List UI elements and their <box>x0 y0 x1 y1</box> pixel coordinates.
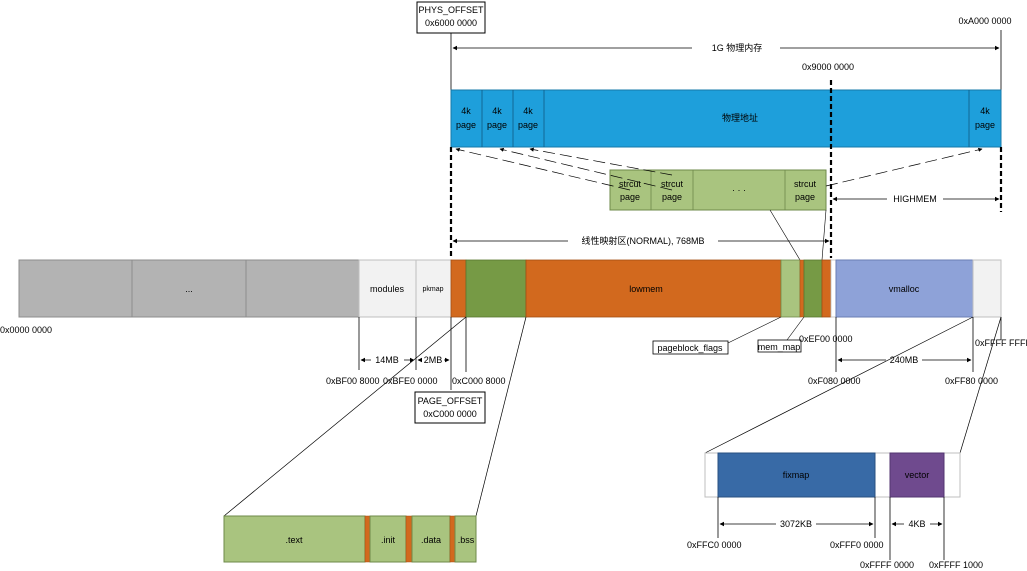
phys-page-1: 4k page <box>456 106 476 130</box>
struct-page-2: strcut page <box>661 179 684 202</box>
addr-bfe0: 0xBFE0 0000 <box>383 376 438 386</box>
struct-to-page-arrow-2 <box>499 147 673 191</box>
svg-text:4k: 4k <box>980 106 990 116</box>
vector-label: vector <box>905 470 930 480</box>
svg-text:page: page <box>620 192 640 202</box>
mem-map-region <box>803 259 823 318</box>
fixmap-region <box>717 452 876 498</box>
struct-to-page-arrow-1 <box>455 147 631 191</box>
vector-region <box>889 452 945 498</box>
pageblock-flags-region <box>780 259 801 318</box>
addr-fff0: 0xFFF0 0000 <box>830 540 884 550</box>
addr-ffff-0000: 0xFFFF 0000 <box>860 560 914 570</box>
page-offset-label: PAGE_OFFSET <box>418 396 483 406</box>
mem-map-callout <box>757 339 802 353</box>
addr-ffff-ffff: 0xFFFF FFFF <box>975 338 1027 348</box>
pkmap-region <box>415 259 452 318</box>
phys-page-3: 4k page <box>518 106 538 130</box>
svg-text:page: page <box>518 120 538 130</box>
svg-text:page: page <box>795 192 815 202</box>
pkmap-size-label: 2MB <box>424 355 443 365</box>
kernel-init-label: .init <box>381 535 396 545</box>
lowmem-tail <box>821 259 832 318</box>
vmem-user-block-3 <box>245 259 360 318</box>
kernel-text-section <box>223 515 366 563</box>
page-offset-addr: 0xC000 0000 <box>423 409 477 419</box>
vmalloc-label: vmalloc <box>889 284 920 294</box>
page-offset-box <box>414 391 486 424</box>
fixmap-size-label: 3072KB <box>780 519 812 529</box>
addr-bf00: 0xBF00 8000 <box>326 376 380 386</box>
svg-text:4k: 4k <box>523 106 533 116</box>
addr-ef00: 0xEF00 0000 <box>799 334 853 344</box>
phys-main-label: 物理地址 <box>722 112 758 123</box>
svg-text:page: page <box>662 192 682 202</box>
vmem-user-block-1 <box>18 259 133 318</box>
addr-f080: 0xF080 0000 <box>808 376 861 386</box>
svg-text:strcut: strcut <box>619 179 642 189</box>
kernel-init-section <box>369 515 407 563</box>
pageblock-flags-callout <box>652 340 729 355</box>
addr-c000-8000: 0xC000 8000 <box>452 376 506 386</box>
svg-text:strcut: strcut <box>661 179 684 189</box>
vmem-start-addr: 0x0000 0000 <box>0 325 52 335</box>
phys-offset-addr: 0x6000 0000 <box>425 18 477 28</box>
addr-ff80: 0xFF80 0000 <box>945 376 998 386</box>
phys-memory-bar <box>450 89 1002 148</box>
phys-range-label: 1G 物理内存 <box>712 42 763 53</box>
addr-ffff-1000: 0xFFFF 1000 <box>929 560 983 570</box>
modules-size-label: 14MB <box>375 355 399 365</box>
svg-text:strcut: strcut <box>794 179 817 189</box>
fixmap-label: fixmap <box>783 470 810 480</box>
lowmem-region <box>525 259 782 318</box>
struct-page-ellipsis: · · · <box>732 185 746 195</box>
phys-mid-addr: 0x9000 0000 <box>802 62 854 72</box>
pkmap-label: pkmap <box>422 286 443 293</box>
phys-page-last: 4k page <box>975 106 995 130</box>
phys-page-2: 4k page <box>487 106 507 130</box>
phys-offset-box <box>416 1 486 34</box>
svg-text:page: page <box>487 120 507 130</box>
lowmem-label: lowmem <box>629 284 663 294</box>
struct-page-last: strcut page <box>794 179 817 202</box>
svg-text:4k: 4k <box>492 106 502 116</box>
struct-to-page-arrow-3 <box>529 147 673 176</box>
struct-to-page-arrow-last <box>825 147 983 187</box>
vmalloc-region <box>835 259 974 318</box>
phys-range-label-bg <box>692 42 780 54</box>
modules-label: modules <box>370 284 405 294</box>
svg-text:page: page <box>975 120 995 130</box>
kernel-image-region <box>465 259 527 318</box>
svg-text:page: page <box>456 120 476 130</box>
kernel-text-label: .text <box>285 535 303 545</box>
vmalloc-gap <box>830 259 837 318</box>
kernel-bss-label: .bss <box>458 535 475 545</box>
phys-offset-label: PHYS_OFFSET <box>418 5 484 15</box>
linear-map-label: 线性映射区(NORMAL), 768MB <box>581 235 704 246</box>
kernel-data-label: .data <box>421 535 441 545</box>
svg-text:4k: 4k <box>461 106 471 116</box>
vector-size-label: 4KB <box>908 519 925 529</box>
struct-page-1: strcut page <box>619 179 642 202</box>
struct-page-array <box>609 169 827 211</box>
vmem-ellipsis: ... <box>185 284 193 294</box>
fixmap-vector-region <box>972 259 1002 318</box>
pageblock-flags-label: pageblock_flags <box>657 343 723 353</box>
highmem-label: HIGHMEM <box>893 194 937 204</box>
mem-map-label: mem_map <box>758 342 801 352</box>
kernel-data-section <box>411 515 451 563</box>
kernel-bss-section <box>454 515 477 563</box>
vmalloc-size-label: 240MB <box>890 355 919 365</box>
phys-end-addr: 0xA000 0000 <box>958 16 1011 26</box>
lowmem-head <box>450 259 467 318</box>
addr-ffc0: 0xFFC0 0000 <box>687 540 742 550</box>
